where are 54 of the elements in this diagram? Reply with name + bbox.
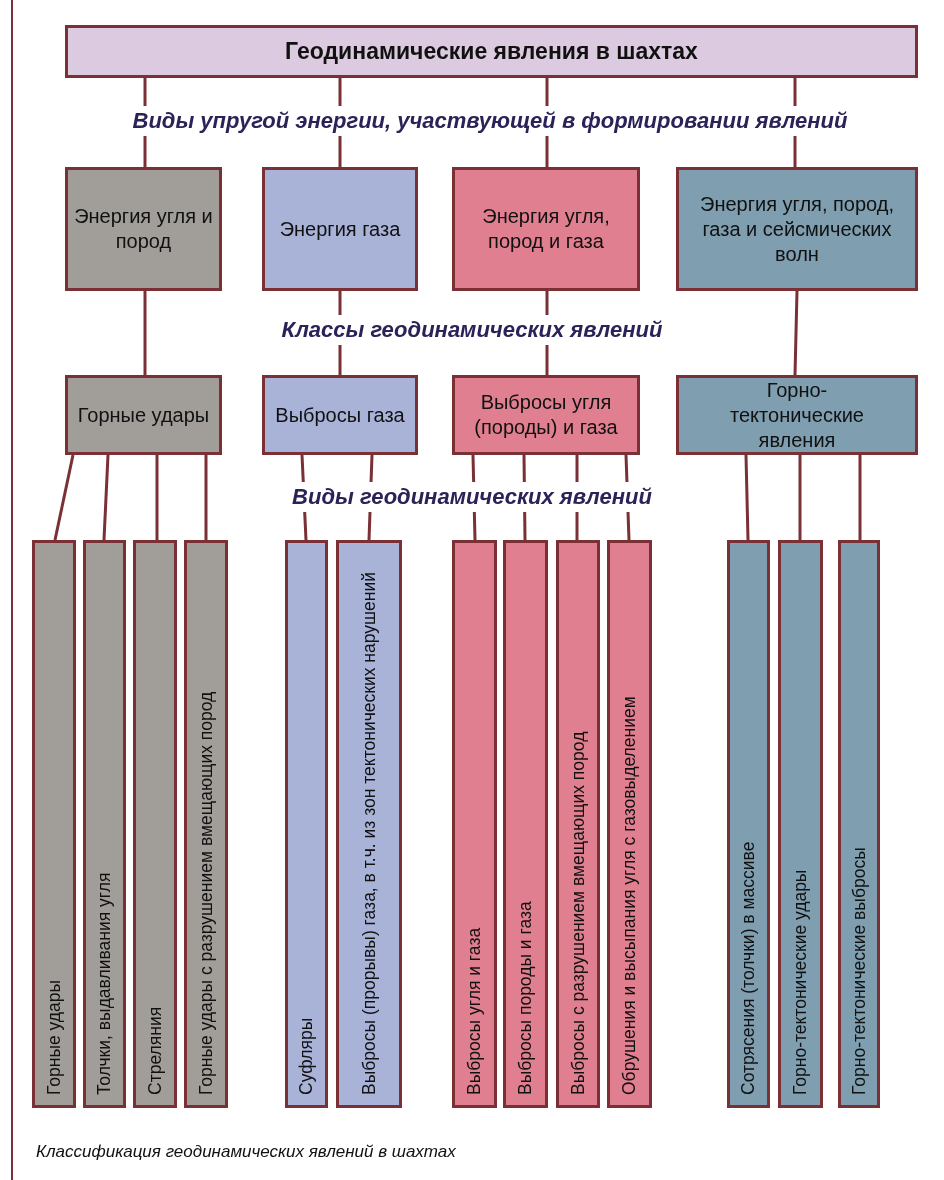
category-box	[262, 375, 418, 455]
phenomenon-text: Горные удары	[43, 979, 65, 1095]
category-box	[676, 375, 918, 455]
phenomenon-box	[503, 540, 548, 1108]
figure-caption: Классификация геодинамических явлений в шахтах	[36, 1142, 456, 1162]
phenomenon-text: Выбросы с разрушением вмещающих пород	[567, 731, 589, 1095]
category-text: Энергия угля и пород	[73, 204, 214, 254]
phenomenon-text: Выбросы угля и газа	[464, 927, 485, 1095]
phenomenon-box	[285, 540, 328, 1108]
phenomenon-text: Сотрясения (толчки) в массиве	[738, 841, 759, 1095]
category-text: Энергия угля, пород и газа	[481, 204, 611, 254]
phenomenon-box	[133, 540, 177, 1108]
connector-line	[155, 455, 159, 540]
phenomenon-box	[838, 540, 880, 1108]
title-text: Геодинамические явления в шахтах	[285, 37, 698, 66]
category-box	[676, 167, 918, 291]
phenomenon-box	[184, 540, 228, 1108]
category-box	[65, 375, 222, 455]
phenomenon-text: Выбросы (прорывы) газа, в т.ч. из зон тектонических нарушений	[358, 572, 380, 1095]
category-text: Выбросы газа	[275, 402, 405, 428]
connector-line	[102, 454, 110, 541]
connector-line	[53, 454, 75, 541]
phenomenon-box	[727, 540, 770, 1108]
connector-line	[744, 454, 750, 541]
phenomenon-box	[607, 540, 652, 1108]
phenomenon-text: Горно-тектонические удары	[790, 869, 811, 1095]
phenomenon-box	[452, 540, 497, 1108]
category-text: Энергия угля, пород, газа и сейсмических волн	[699, 191, 895, 267]
category-box	[452, 167, 640, 291]
phenomenon-box	[778, 540, 823, 1108]
connector-line	[204, 455, 208, 540]
phenomenon-text: Толчки, выдавливания угля	[94, 872, 115, 1095]
category-box	[262, 167, 418, 291]
connector-line	[798, 455, 802, 540]
phenomenon-box	[556, 540, 600, 1108]
connector-line	[143, 291, 147, 375]
category-box	[452, 375, 640, 455]
phenomenon-text: Стреляния	[144, 1006, 166, 1095]
phenomenon-text: Суфляры	[296, 1017, 317, 1095]
category-text: Выбросы угля (породы) и газа	[473, 390, 619, 440]
phenomenon-text: Обрушения и высыпания угля с газовыделением	[619, 696, 640, 1095]
phenomenon-box	[32, 540, 76, 1108]
connector-line	[858, 455, 862, 540]
connector-line	[793, 290, 799, 376]
category-text: Горно-тектонические явления	[729, 377, 865, 453]
phenomenon-box	[83, 540, 126, 1108]
phenomenon-box	[336, 540, 402, 1108]
phenomenon-text: Выбросы породы и газа	[515, 901, 536, 1095]
title-box	[65, 25, 918, 78]
category-text: Горные удары	[77, 402, 210, 428]
phenomenon-text: Горные удары с разрушением вмещающих пород	[195, 691, 217, 1095]
phenomenon-text: Горно-тектонические выбросы	[848, 847, 870, 1095]
category-text: Энергия газа	[279, 216, 401, 242]
category-box	[65, 167, 222, 291]
